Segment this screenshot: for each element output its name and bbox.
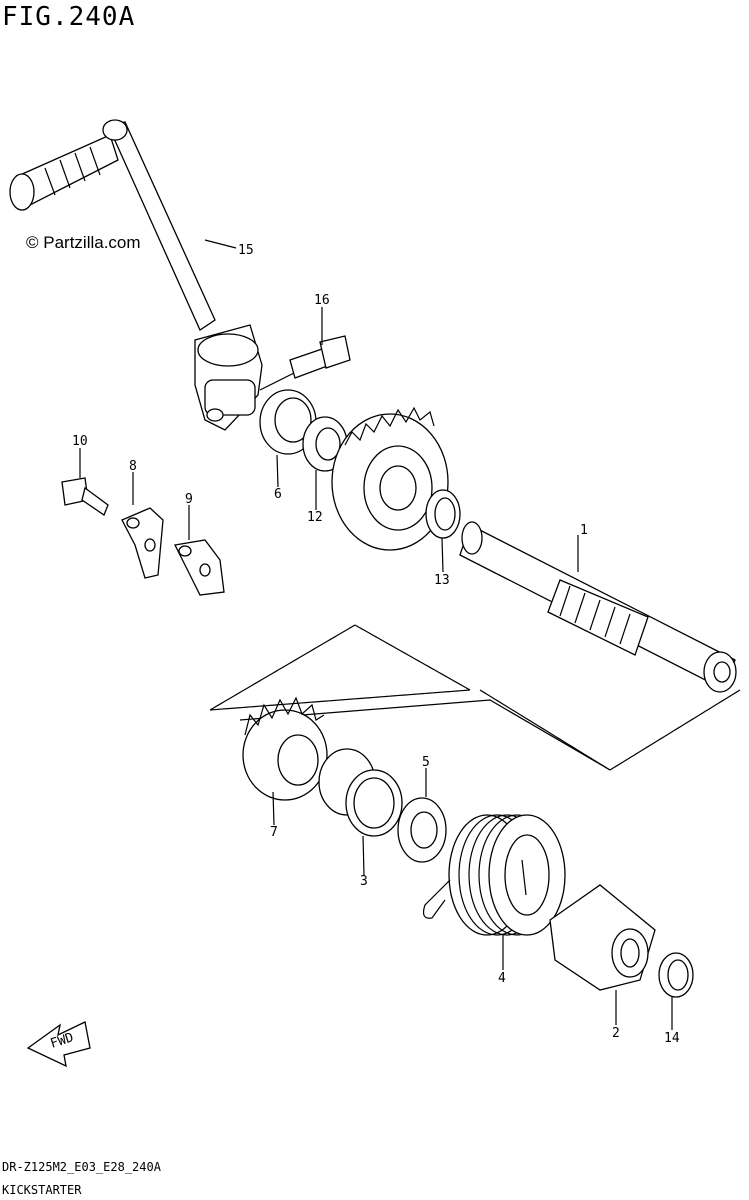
callout-2: 2 <box>612 1026 620 1041</box>
circlip-13[interactable] <box>425 489 461 539</box>
callout-5: 5 <box>422 755 430 770</box>
watermark-text: © Partzilla.com <box>26 233 141 252</box>
return-spring-4[interactable] <box>422 814 566 936</box>
callout-3: 3 <box>360 874 368 889</box>
guide-plate-9[interactable] <box>174 539 225 596</box>
kick-bolt[interactable] <box>289 335 351 379</box>
callout-4: 4 <box>498 971 506 986</box>
circlip-14[interactable] <box>658 952 694 998</box>
callout-14: 14 <box>664 1031 680 1046</box>
drive-gear-7[interactable] <box>242 696 328 801</box>
callout-10: 10 <box>72 434 88 449</box>
callout-9: 9 <box>185 492 193 507</box>
callout-13: 13 <box>434 573 450 588</box>
callout-15: 15 <box>238 243 254 258</box>
assembly-bracket-inner <box>239 699 611 771</box>
assembly-bracket <box>209 624 741 771</box>
oil-seal[interactable] <box>259 389 317 455</box>
callout-6: 6 <box>274 487 282 502</box>
callout-labels: 1 2 3 4 5 6 7 8 9 10 12 13 14 15 16 <box>72 243 680 1046</box>
kick-gear[interactable] <box>331 406 449 551</box>
callout-16: 16 <box>314 293 330 308</box>
callout-1: 1 <box>580 523 588 538</box>
footer-name: KICKSTARTER <box>2 1183 82 1197</box>
callout-12: 12 <box>307 510 323 525</box>
figure-title: FIG.240A <box>2 2 136 32</box>
bolt-10[interactable] <box>61 477 109 516</box>
callout-7: 7 <box>270 825 278 840</box>
stopper-plate-8[interactable] <box>121 507 164 579</box>
fwd-arrow-icon: FWD <box>26 1021 91 1068</box>
kick-lever[interactable] <box>9 119 301 431</box>
fwd-label: FWD <box>49 1030 76 1052</box>
footer-code: DR-Z125M2_E03_E28_240A <box>2 1160 161 1174</box>
callout-8: 8 <box>129 459 137 474</box>
kick-shaft[interactable] <box>459 521 737 693</box>
washer-5[interactable] <box>397 797 447 863</box>
spring-guide-2[interactable] <box>549 884 656 991</box>
spring-3[interactable] <box>318 748 403 837</box>
leader-lines <box>79 239 673 1030</box>
